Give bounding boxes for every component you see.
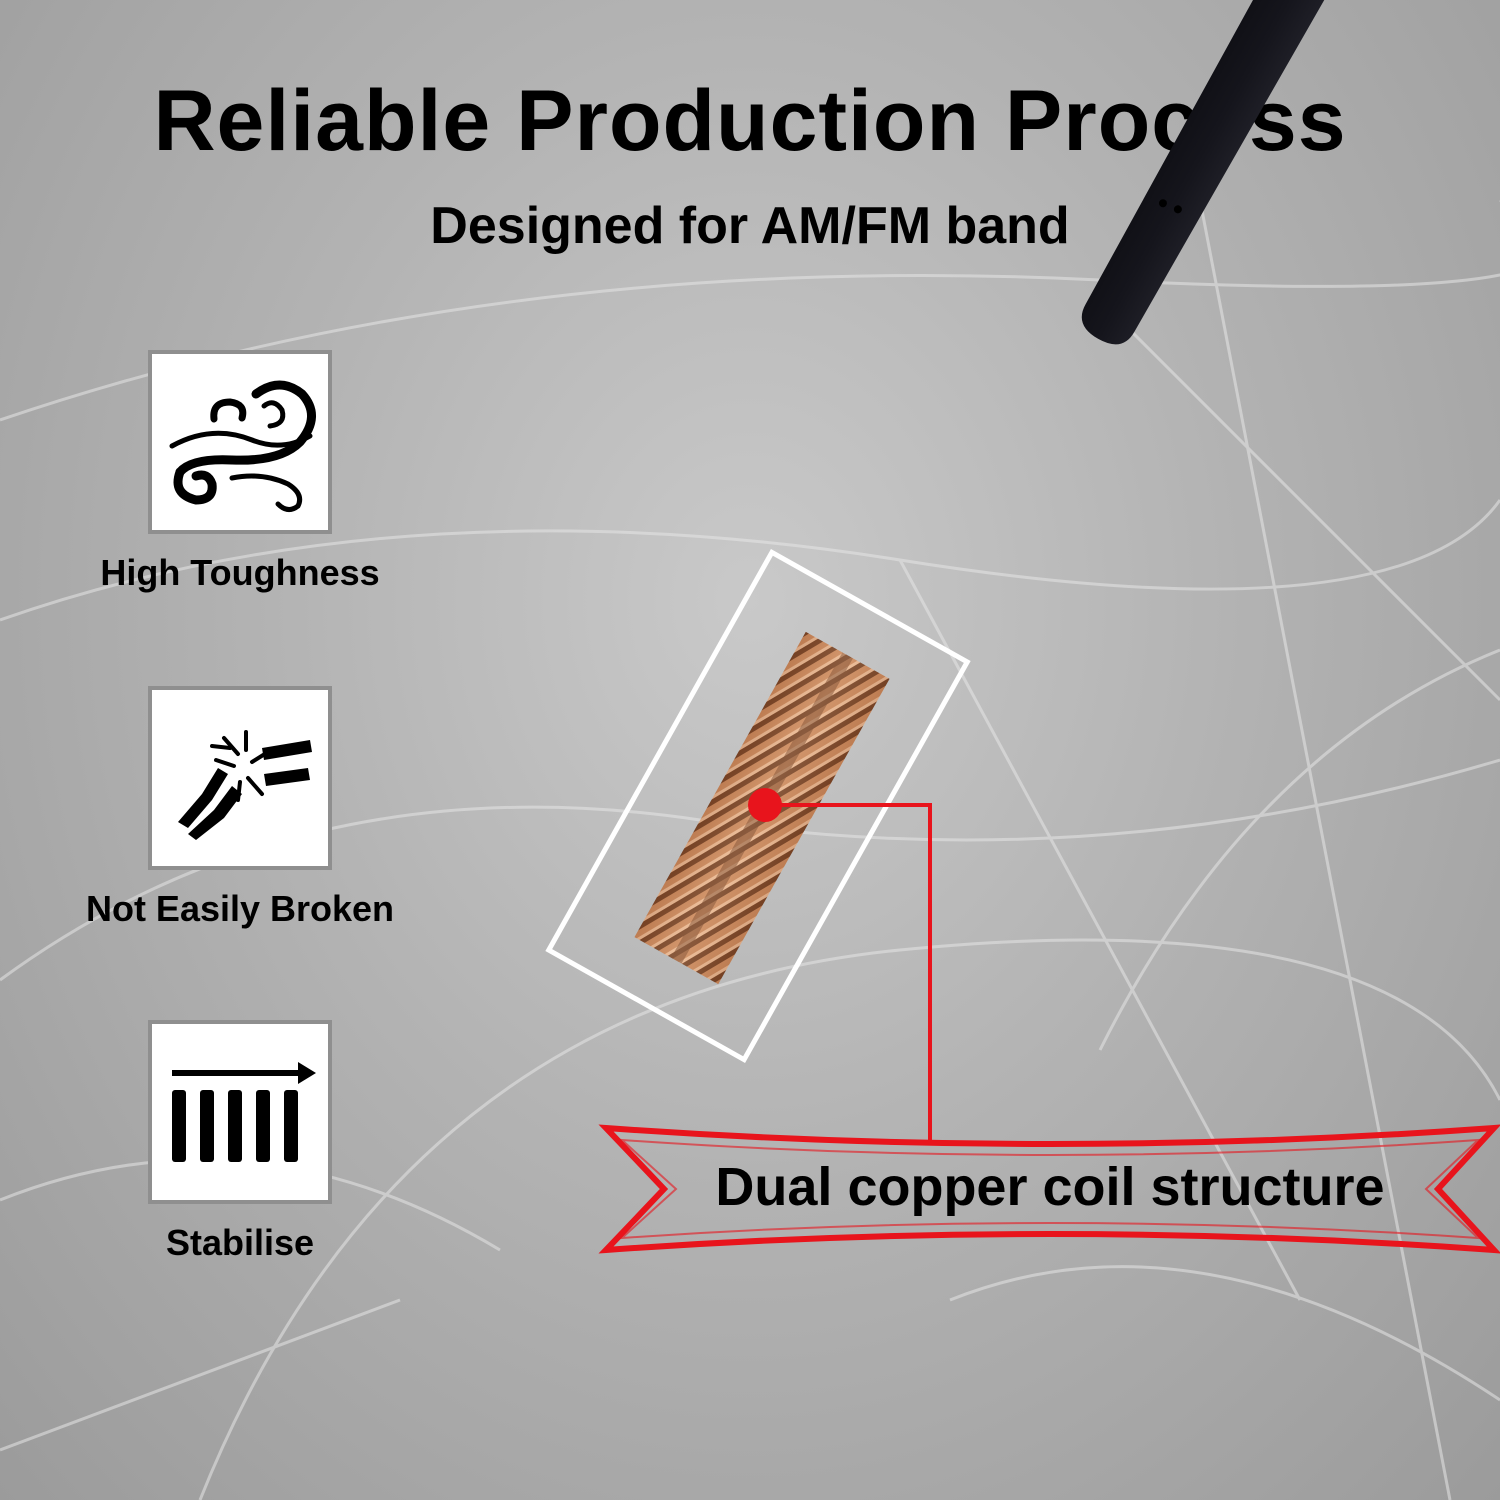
feature-stabilise: Stabilise xyxy=(60,1020,420,1264)
coil-highlight-box xyxy=(545,548,971,1064)
callout-connector xyxy=(765,803,932,1143)
antenna-rod xyxy=(1081,0,1500,345)
callout-label: Dual copper coil structure xyxy=(715,1157,1385,1217)
feature-high-toughness: High Toughness xyxy=(60,350,420,594)
feature-label: High Toughness xyxy=(100,552,380,593)
feature-label: Stabilise xyxy=(165,1222,315,1263)
wind-swirl-icon xyxy=(148,350,332,534)
page-subtitle: Designed for AM/FM band xyxy=(430,197,1070,255)
callout-ribbon xyxy=(598,1124,1500,1254)
page-title: Reliable Production Process xyxy=(153,73,1347,169)
broken-rod-icon xyxy=(148,686,332,870)
feature-label: Not Easily Broken xyxy=(85,888,395,929)
feature-not-easily-broken: Not Easily Broken xyxy=(60,686,420,930)
bars-arrow-icon xyxy=(148,1020,332,1204)
callout-dot xyxy=(748,788,782,822)
